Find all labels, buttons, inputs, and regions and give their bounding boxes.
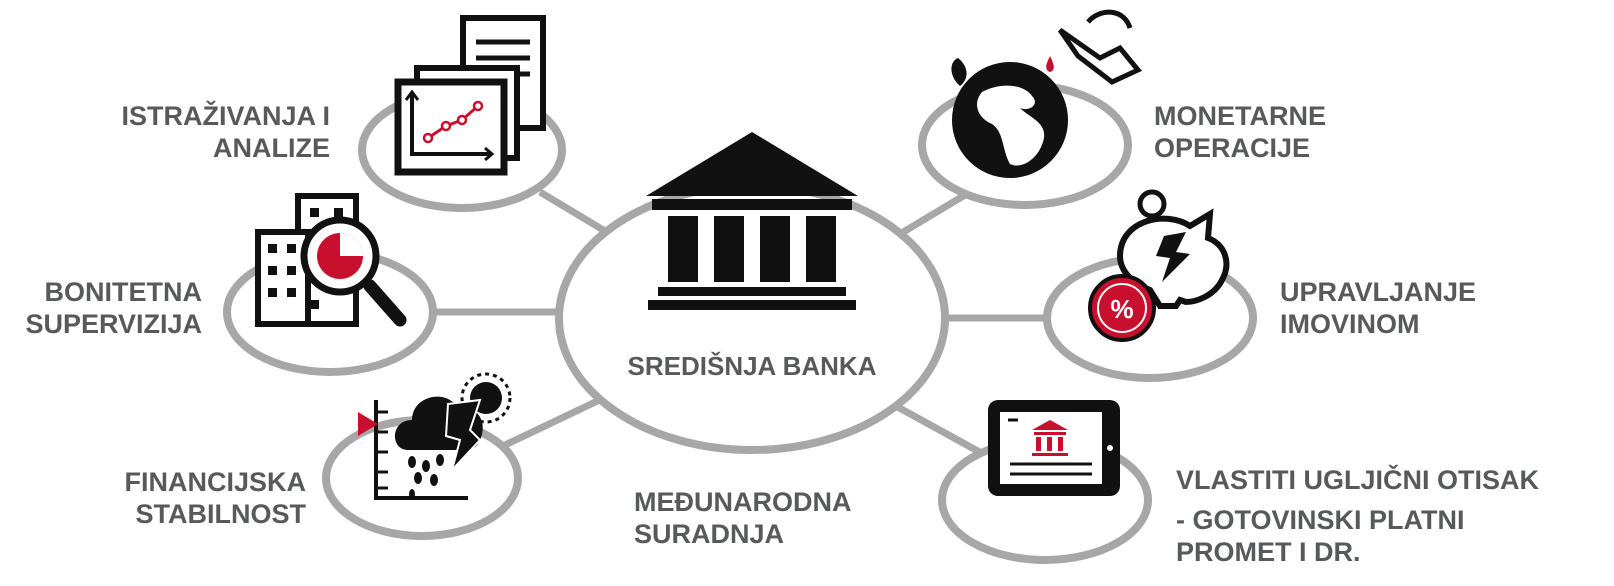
connector-stability <box>503 391 612 449</box>
storm-thermometer-icon <box>358 372 512 500</box>
building-magnifier-icon <box>255 193 407 327</box>
label-line: IMOVINOM <box>1280 309 1420 339</box>
label-line: SURADNJA <box>634 519 785 549</box>
label-line: MEĐUNARODNA <box>634 487 852 517</box>
label-line: STABILNOST <box>135 499 307 529</box>
node-label-research: ISTRAŽIVANJA I ANALIZE <box>40 100 330 164</box>
node-label-supervision: BONITETNA SUPERVIZIJA <box>0 276 202 340</box>
label-line: SUPERVIZIJA <box>25 309 202 339</box>
label-line: BONITETNA <box>44 277 203 307</box>
label-line: UPRAVLJANJE <box>1280 277 1477 307</box>
connector-carbon <box>883 396 987 459</box>
center-ring <box>555 182 949 454</box>
label-line: MONETARNE <box>1154 101 1326 131</box>
label-line: FINANCIJSKA <box>124 467 306 497</box>
label-line: ANALIZE <box>213 133 330 163</box>
globe-watering-can-icon <box>951 9 1142 178</box>
label-line: ISTRAŽIVANJA I <box>121 101 330 131</box>
node-label-assets: UPRAVLJANJE IMOVINOM <box>1280 276 1476 340</box>
node-label-stability: FINANCIJSKA STABILNOST <box>0 466 306 530</box>
node-label-carbon: VLASTITI UGLJIČNI OTISAK - GOTOVINSKI PL… <box>1176 464 1539 568</box>
label-line: - GOTOVINSKI PLATNI <box>1176 505 1465 535</box>
node-label-monetary: MONETARNE OPERACIJE <box>1154 100 1326 164</box>
label-line: OPERACIJE <box>1154 133 1311 163</box>
center-label: SREDIŠNJA BANKA <box>627 351 877 381</box>
node-label-international: MEĐUNARODNA SURADNJA <box>634 486 852 550</box>
bank-building-icon <box>646 132 858 310</box>
label-line: VLASTITI UGLJIČNI OTISAK <box>1176 465 1540 495</box>
svg-text:%: % <box>1110 294 1133 324</box>
label-line: PROMET I DR. <box>1176 537 1361 567</box>
tablet-bank-icon <box>988 400 1120 496</box>
piggy-bank-percent-icon: % <box>1088 189 1230 342</box>
report-chart-icon <box>394 15 546 176</box>
